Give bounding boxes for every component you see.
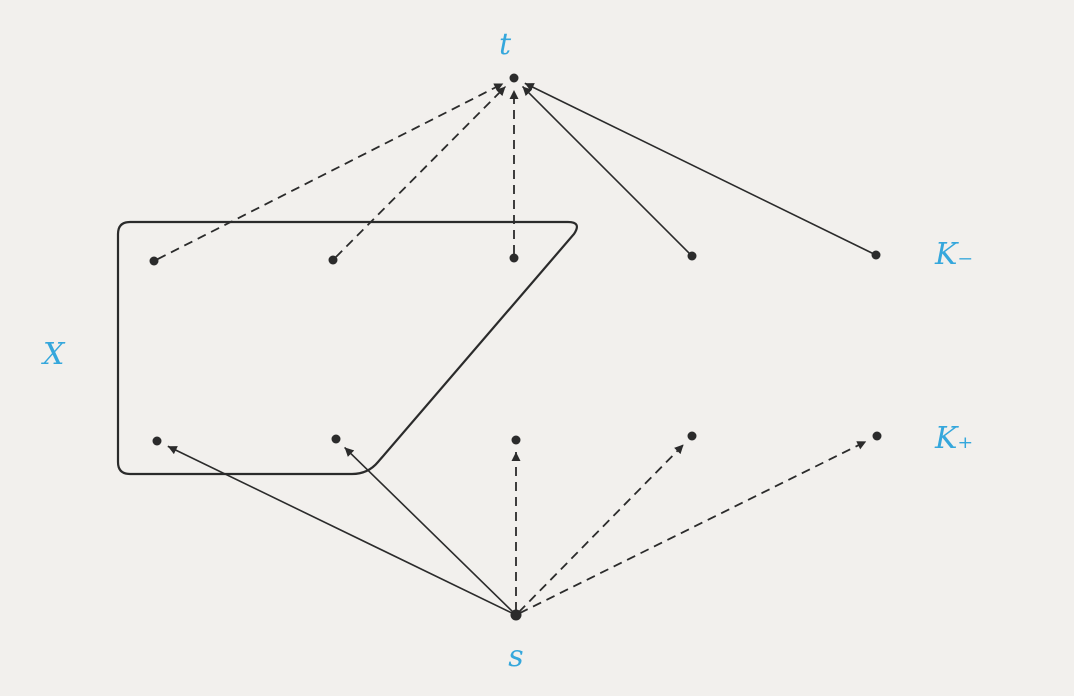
node-l2 [331,434,341,444]
edge-u2-to-t [335,85,507,258]
edge-u1-to-t [157,82,504,260]
nodes-layer [149,73,882,621]
label-k-minus: K₋ [934,237,973,272]
node-l1 [152,436,162,446]
node-t [509,73,519,83]
edge-u4-to-t [521,85,690,254]
node-l5 [872,431,882,441]
edge-s-to-l2 [344,446,514,613]
edges-layer [157,82,873,615]
edge-s-to-l4 [518,443,685,613]
edge-s-to-l5 [519,440,867,615]
node-u4 [687,251,697,261]
node-u3 [509,253,519,263]
node-l4 [687,431,697,441]
node-s [510,609,522,621]
set-x-boundary [116,220,578,476]
label-k-plus: K₊ [934,421,973,456]
node-u5 [871,250,881,260]
node-l3 [511,435,521,445]
label-s: s [508,639,523,674]
edge-s-to-l1 [167,445,513,614]
label-t: t [499,27,512,62]
edge-u5-to-t [524,82,873,254]
node-u1 [149,256,159,266]
label-x-set: X [41,337,66,372]
node-u2 [328,255,338,265]
